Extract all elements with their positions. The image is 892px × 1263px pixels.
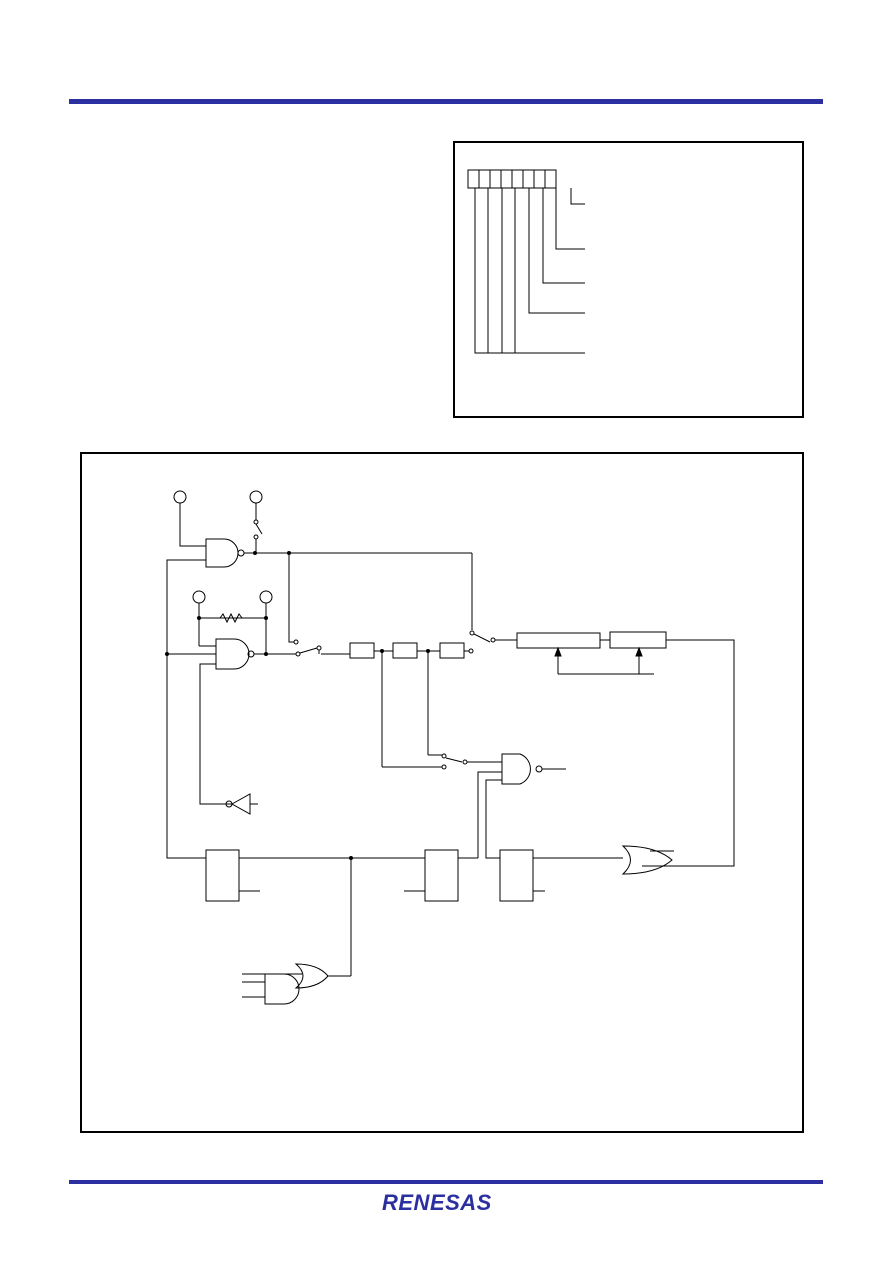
counter-block-1 xyxy=(516,632,601,649)
bit-cell-1 xyxy=(533,169,546,189)
bit-cell-3 xyxy=(511,169,524,189)
register-bit-cells xyxy=(467,169,557,189)
leader-bits-7-4 xyxy=(474,188,585,354)
leader-bit-3 xyxy=(528,188,585,314)
switch-sel1-blade xyxy=(299,647,318,654)
bit-cell-0 xyxy=(544,169,557,189)
delay-block-3 xyxy=(439,642,465,659)
pin-a xyxy=(173,490,187,504)
switch-sel1-a xyxy=(293,639,299,645)
pin-d xyxy=(259,590,273,604)
renesas-logo: RENESAS xyxy=(382,1190,492,1214)
leader-bit-0 xyxy=(570,188,585,205)
circuit-diagram xyxy=(165,490,735,1005)
or-gate-right xyxy=(621,845,673,875)
switch-sel3-a xyxy=(441,764,447,770)
register-bit-leaders xyxy=(474,188,585,354)
resistor xyxy=(219,612,243,624)
leader-bit-1 xyxy=(555,188,585,250)
bit-cell-7 xyxy=(467,169,480,189)
arrow-counter-1 xyxy=(554,646,562,657)
and-gate-bottom xyxy=(264,973,300,1005)
pin-c xyxy=(192,590,206,604)
or-gate-bottom xyxy=(294,963,329,989)
delay-block-1 xyxy=(349,642,375,659)
circuit-diagram-frame xyxy=(80,452,804,1133)
and-gate-top-bubble xyxy=(237,549,245,557)
switch-sel3-b xyxy=(441,753,447,759)
arrow-counter-2 xyxy=(635,646,643,657)
delay-block-2 xyxy=(392,642,418,659)
wire-inverter-out xyxy=(199,663,232,805)
register-diagram xyxy=(467,169,585,354)
switch-blade-top xyxy=(255,523,263,535)
counter-block-2 xyxy=(609,631,667,649)
pin-b xyxy=(249,490,263,504)
latch-1 xyxy=(205,849,240,902)
wire-pull-up xyxy=(198,603,267,619)
header-rule xyxy=(69,99,823,104)
wire-feedback-left xyxy=(166,559,206,859)
logo-text: RENESAS xyxy=(382,1190,492,1214)
register-diagram-frame xyxy=(453,141,804,418)
switch-sel3-blade xyxy=(445,757,463,763)
latch-2 xyxy=(424,849,459,902)
latch-3 xyxy=(499,849,534,902)
bit-cell-2 xyxy=(522,169,535,189)
switch-sel2-blade xyxy=(473,633,491,643)
and-gate-right xyxy=(501,753,531,785)
switch-sel2-a xyxy=(469,630,475,636)
switch-sel1-b xyxy=(295,651,301,657)
and-gate-mid xyxy=(215,638,250,670)
footer-rule xyxy=(69,1180,823,1184)
and-gate-top xyxy=(205,538,239,568)
and-gate-right-bubble xyxy=(535,765,543,773)
inverter xyxy=(230,793,251,815)
inverter-bubble xyxy=(225,800,233,808)
bit-cell-6 xyxy=(478,169,491,189)
bit-cell-5 xyxy=(489,169,502,189)
switch-contact xyxy=(253,519,259,525)
bit-cell-4 xyxy=(500,169,513,189)
leader-bit-2 xyxy=(542,188,585,284)
wire-feedback-right xyxy=(642,639,735,867)
wire-pin-a xyxy=(179,503,206,547)
